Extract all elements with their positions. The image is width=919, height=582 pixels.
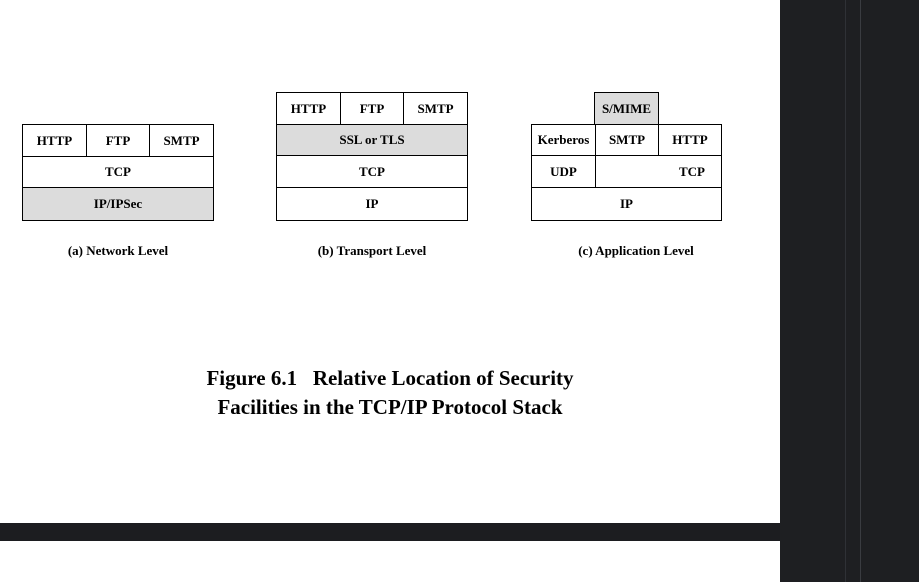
application-udp-cell: UDP — [531, 155, 596, 188]
network-tcp-cell: TCP — [22, 155, 214, 189]
application-smime-cell: S/MIME — [594, 92, 659, 125]
transport-ftp-cell: FTP — [339, 92, 405, 125]
application-level-label: (c) Application Level — [578, 243, 694, 258]
caption-line-1: Figure 6.1 Relative Location of Security — [206, 366, 574, 390]
transport-tcp-cell: TCP — [276, 155, 468, 188]
panel-divider — [845, 0, 846, 582]
document-page: HTTP FTP SMTP TCP IP/IPSec (a) Network L… — [0, 0, 780, 523]
application-smtp-cell: SMTP — [594, 123, 660, 157]
application-tcp-cell: TCP — [594, 155, 722, 188]
network-ftp-cell: FTP — [85, 124, 151, 157]
network-http-cell: HTTP — [22, 124, 87, 157]
scrollbar-track[interactable] — [860, 0, 861, 582]
network-smtp-cell: SMTP — [149, 124, 214, 157]
transport-smtp-cell: SMTP — [403, 92, 468, 125]
transport-ssl-tls-cell: SSL or TLS — [276, 123, 468, 157]
application-http-cell: HTTP — [658, 123, 722, 157]
application-ip-cell: IP — [531, 186, 722, 221]
right-side-panel — [780, 0, 919, 582]
caption-line-2: Facilities in the TCP/IP Protocol Stack — [217, 395, 563, 419]
transport-http-cell: HTTP — [276, 92, 341, 125]
application-kerberos-cell: Kerberos — [531, 123, 596, 157]
figure-caption: Figure 6.1 Relative Location of Security… — [120, 364, 660, 422]
next-document-page — [0, 541, 780, 582]
page-separator — [0, 523, 780, 541]
transport-level-label: (b) Transport Level — [317, 243, 427, 258]
network-ipsec-cell: IP/IPSec — [22, 187, 214, 221]
transport-ip-cell: IP — [276, 186, 468, 221]
network-level-label: (a) Network Level — [67, 243, 169, 258]
